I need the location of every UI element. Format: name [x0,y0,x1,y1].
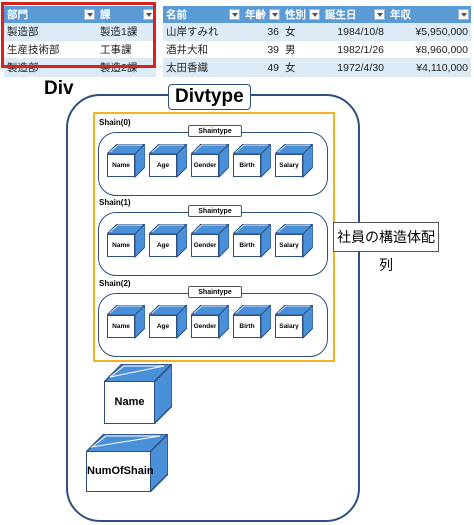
field-label: Name [107,154,135,177]
table-cell[interactable]: 製造1課 [97,23,156,41]
table-header-row: 部門 課 [4,6,156,23]
cube-icon [86,434,168,492]
cube-icon [191,144,229,178]
header-cell[interactable]: 性別 [282,6,322,23]
filter-dropdown-icon[interactable] [269,9,280,20]
header-cell[interactable]: 誕生日 [322,6,387,23]
cube-icon [233,144,271,178]
table-cell[interactable]: 39 [242,40,282,59]
field-label: Birth [233,315,261,338]
field-cube: Birth [233,224,271,258]
shaintype-label: Shaintype [188,125,242,137]
field-cube: Age [149,224,187,258]
shaintype-label: Shaintype [188,205,242,217]
field-cube: Birth [233,305,271,339]
divtype-label: Divtype [168,84,251,110]
shain-title: Shain(2) [99,279,131,288]
employee-table: 名前 年齢 性別 誕生日 年収 山岸すみれ 36 女 1984/10/8 ¥5,… [163,6,471,77]
table-cell[interactable]: 山岸すみれ [163,23,242,41]
table-cell[interactable]: 工事課 [97,40,156,59]
name-cube: Name [104,364,172,424]
field-label: Salary [275,234,303,257]
shain-title: Shain(1) [99,198,131,207]
table-cell[interactable]: 1982/1/26 [322,40,387,59]
num-of-shain-label: NumOfShain [86,451,154,492]
field-label: Age [149,154,177,177]
field-cube: Salary [275,305,313,339]
table-cell[interactable]: 生産技術部 [4,40,97,59]
field-label: Salary [275,315,303,338]
table-row[interactable]: 製造部 製造1課 [4,23,156,41]
field-cube: Name [107,305,145,339]
num-of-shain-cube: NumOfShain [86,434,168,492]
filter-dropdown-icon[interactable] [229,9,240,20]
table-cell[interactable]: 男 [282,40,322,59]
field-label: Gender [191,154,219,177]
field-cube: Gender [191,144,229,178]
field-label: Salary [275,154,303,177]
field-label: Name [107,234,135,257]
table-cell[interactable]: 49 [242,58,282,77]
selection-highlight [1,2,156,68]
field-cube: Age [149,305,187,339]
field-label: Age [149,315,177,338]
shaintype-label: Shaintype [188,286,242,298]
field-cube: Name [107,224,145,258]
cube-icon [233,305,271,339]
table-cell[interactable]: 女 [282,23,322,41]
field-label: Gender [191,234,219,257]
header-cell[interactable]: 部門 [4,6,97,23]
table-cell[interactable]: 1972/4/30 [322,58,387,77]
field-cube: Salary [275,224,313,258]
div-label: Div [44,78,74,99]
cube-icon [275,305,313,339]
filter-dropdown-icon[interactable] [374,9,385,20]
array-callout: 社員の構造体配列 [333,222,439,273]
cube-icon [233,224,271,258]
shain-title: Shain(0) [99,118,131,127]
name-label: Name [104,381,155,424]
table-cell[interactable]: 製造部 [4,23,97,41]
table-header-row: 名前 年齢 性別 誕生日 年収 [163,6,471,23]
table-cell[interactable]: ¥8,960,000 [387,40,471,59]
field-label: Birth [233,154,261,177]
table-cell[interactable]: 36 [242,23,282,41]
header-cell[interactable]: 年収 [387,6,471,23]
header-cell[interactable]: 名前 [163,6,242,23]
field-cube: Salary [275,144,313,178]
cube-icon [191,305,229,339]
table-row[interactable]: 太田香織 49 女 1972/4/30 ¥4,110,000 [163,58,471,77]
cube-icon [149,224,187,258]
field-cube: Age [149,144,187,178]
table-row[interactable]: 酒井大和 39 男 1982/1/26 ¥8,960,000 [163,40,471,59]
table-cell[interactable]: ¥4,110,000 [387,58,471,77]
cube-icon [149,144,187,178]
field-label: Name [107,315,135,338]
field-cube: Gender [191,305,229,339]
table-cell[interactable]: 1984/10/8 [322,23,387,41]
field-label: Birth [233,234,261,257]
filter-dropdown-icon[interactable] [309,9,320,20]
table-cell[interactable]: 女 [282,58,322,77]
header-cell[interactable]: 課 [97,6,156,23]
filter-dropdown-icon[interactable] [84,9,95,20]
filter-dropdown-icon[interactable] [458,9,469,20]
field-cube: Name [107,144,145,178]
field-label: Gender [191,315,219,338]
field-label: Age [149,234,177,257]
field-cube: Gender [191,224,229,258]
header-cell[interactable]: 年齢 [242,6,282,23]
table-cell[interactable]: ¥5,950,000 [387,23,471,41]
department-table: 部門 課 製造部 製造1課 生産技術部 工事課 製造部 製造2課 [4,6,156,77]
field-cube: Birth [233,144,271,178]
cube-icon [107,144,145,178]
table-row[interactable]: 山岸すみれ 36 女 1984/10/8 ¥5,950,000 [163,23,471,41]
cube-icon [149,305,187,339]
table-row[interactable]: 生産技術部 工事課 [4,40,156,59]
table-cell[interactable]: 太田香織 [163,58,242,77]
table-cell[interactable]: 酒井大和 [163,40,242,59]
